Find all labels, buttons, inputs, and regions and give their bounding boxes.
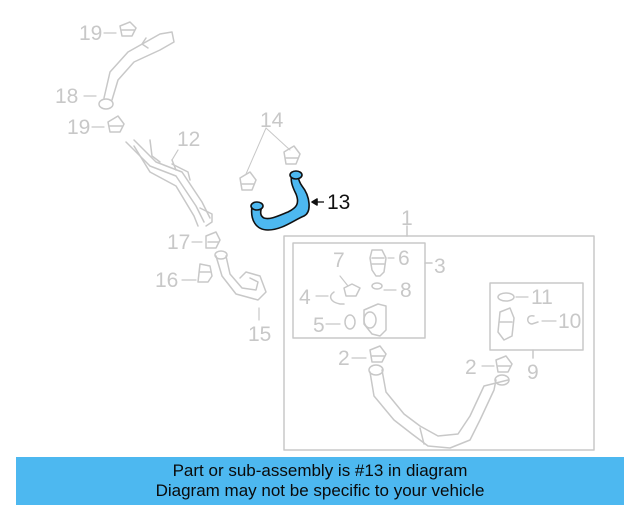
lower-hose xyxy=(368,364,510,449)
banner-line-2: Diagram may not be specific to your vehi… xyxy=(155,481,485,500)
callout-18: 18 xyxy=(55,85,79,108)
o-ring-5 xyxy=(344,314,356,330)
callout-2-right: 2 xyxy=(465,356,477,379)
o-ring-11 xyxy=(497,292,515,302)
banner-line-1: Part or sub-assembly is #13 in diagram xyxy=(172,461,468,480)
fitting xyxy=(497,307,515,341)
callout-19-top: 19 xyxy=(79,22,103,45)
callout-10: 10 xyxy=(558,310,582,333)
clip-10 xyxy=(527,315,539,325)
callout-13[interactable]: 13 xyxy=(327,191,351,214)
pipe-assembly-12 xyxy=(125,139,213,227)
housing xyxy=(363,303,387,337)
info-banner: Part or sub-assembly is #13 in diagram D… xyxy=(16,457,624,505)
callout-16: 16 xyxy=(155,269,179,292)
o-ring-8 xyxy=(371,282,383,290)
callout-14: 14 xyxy=(260,109,284,132)
callout-8: 8 xyxy=(400,279,412,302)
sensor-6 xyxy=(369,249,387,277)
hose-18 xyxy=(98,31,175,110)
clamp-2-left xyxy=(369,345,387,363)
callout-19-bottom: 19 xyxy=(67,116,91,139)
clamp-17 xyxy=(205,231,221,249)
callout-9: 9 xyxy=(527,361,539,384)
callout-7: 7 xyxy=(333,249,345,272)
callout-3: 3 xyxy=(434,255,446,278)
clamp-16 xyxy=(197,263,213,283)
clamp-2-right xyxy=(495,355,513,373)
clamp-14-right xyxy=(283,145,301,165)
clamp-19-top xyxy=(119,21,137,37)
callout-11: 11 xyxy=(531,286,553,309)
callout-17: 17 xyxy=(167,231,191,254)
clip-7 xyxy=(343,283,361,297)
hose-15 xyxy=(214,250,267,301)
callout-15: 15 xyxy=(248,323,272,346)
callout-1: 1 xyxy=(401,207,413,230)
callout-5: 5 xyxy=(313,314,325,337)
hose-13-highlighted xyxy=(250,170,324,231)
clip-4 xyxy=(329,291,345,305)
clamp-14-left xyxy=(239,171,257,191)
callout-12: 12 xyxy=(177,128,201,151)
callout-6: 6 xyxy=(398,247,410,270)
clamp-19-bottom xyxy=(107,115,125,133)
leader-lines xyxy=(83,32,557,367)
callout-4: 4 xyxy=(299,286,311,309)
callout-2-left: 2 xyxy=(338,347,350,370)
